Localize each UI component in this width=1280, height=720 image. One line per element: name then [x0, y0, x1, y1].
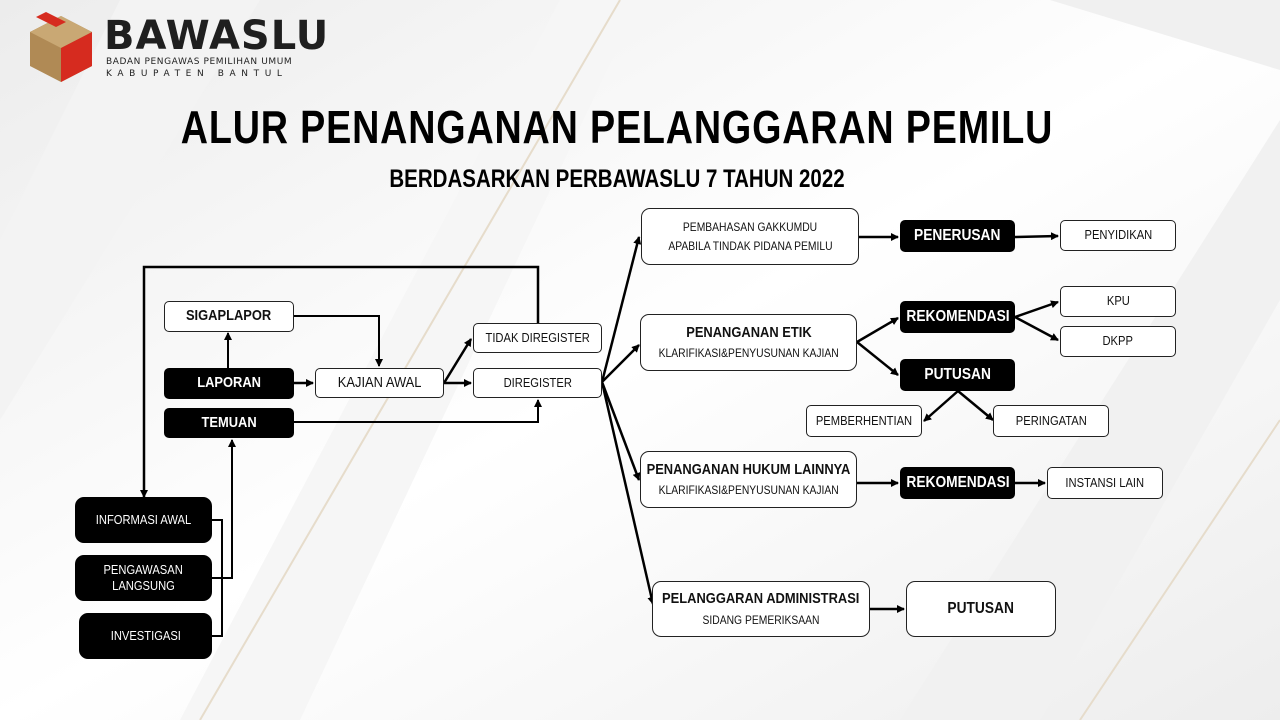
- arrow-to-hukum: [600, 381, 641, 481]
- node-kajian-awal: KAJIAN AWAL: [315, 368, 444, 398]
- node-diregister: DIREGISTER: [473, 368, 602, 398]
- page-title: ALUR PENANGANAN PELANGGARAN PEMILU: [180, 101, 1054, 153]
- logo-name: BAWASLU: [104, 13, 330, 59]
- node-temuan: TEMUAN: [164, 408, 294, 438]
- node-dkpp: DKPP: [1060, 326, 1176, 357]
- node-instansi-lain: INSTANSI LAIN: [1047, 467, 1163, 499]
- arrow-to-admin: [600, 381, 656, 605]
- node-informasi-awal: INFORMASI AWAL: [75, 497, 212, 543]
- node-kpu: KPU: [1060, 286, 1176, 317]
- node-putusan-etik: PUTUSAN: [900, 359, 1015, 391]
- bawaslu-emblem-icon: [30, 12, 92, 82]
- bracket-sources: [212, 440, 232, 637]
- page-subtitle: BERDASARKAN PERBAWASLU 7 TAHUN 2022: [389, 165, 845, 193]
- arrow-putusan-peringatan: [957, 390, 994, 421]
- node-pembahasan-gakkumdu: PEMBAHASAN GAKKUMDU APABILA TINDAK PIDAN…: [641, 208, 859, 265]
- node-tidak-diregister: TIDAK DIREGISTER: [473, 323, 602, 353]
- node-peringatan: PERINGATAN: [993, 405, 1109, 437]
- arrow-tidak-informasi: [140, 265, 540, 498]
- arrow-sigaplapor-kajian: [294, 315, 383, 367]
- arrow-putusan-pemberhentian: [923, 390, 959, 422]
- node-pengawasan-langsung: PENGAWASAN LANGSUNG: [75, 555, 212, 601]
- node-penyidikan: PENYIDIKAN: [1060, 220, 1176, 251]
- node-penanganan-hukum-lainnya: PENANGANAN HUKUM LAINNYA KLARIFIKASI&PEN…: [640, 451, 857, 508]
- arrow-temuan-diregister: [294, 399, 542, 423]
- logo-subtitle: BADAN PENGAWAS PEMILIHAN UMUM: [106, 57, 293, 67]
- node-rekomendasi-etik: REKOMENDASI: [900, 301, 1015, 333]
- arrow-etik-putusan: [856, 341, 899, 376]
- node-rekomendasi-hukum: REKOMENDASI: [900, 467, 1015, 499]
- node-laporan: LAPORAN: [164, 368, 294, 399]
- arrow-rekomendasi-dkpp: [1014, 315, 1059, 342]
- arrow-rekomendasi-kpu: [1014, 300, 1059, 319]
- node-penerusan: PENERUSAN: [900, 220, 1015, 252]
- node-pelanggaran-administrasi: PELANGGARAN ADMINISTRASI SIDANG PEMERIKS…: [652, 581, 870, 637]
- node-putusan-administrasi: PUTUSAN: [906, 581, 1056, 637]
- logo-region: KABUPATEN BANTUL: [106, 69, 288, 79]
- arrow-kajian-tidak: [442, 338, 473, 384]
- node-sigaplapor: SIGAPLAPOR: [164, 301, 294, 332]
- node-penanganan-etik: PENANGANAN ETIK KLARIFIKASI&PENYUSUNAN K…: [640, 314, 857, 371]
- arrow-etik-rekomendasi: [856, 316, 899, 344]
- node-investigasi: INVESTIGASI: [79, 613, 212, 659]
- arrow-to-gakkumdu: [600, 236, 642, 383]
- arrow-to-etik: [601, 344, 640, 383]
- arrow-penerusan-penyidikan: [1014, 232, 1059, 241]
- bawaslu-logo: BAWASLU BADAN PENGAWAS PEMILIHAN UMUM KA…: [22, 10, 328, 86]
- node-pemberhentian: PEMBERHENTIAN: [806, 405, 922, 437]
